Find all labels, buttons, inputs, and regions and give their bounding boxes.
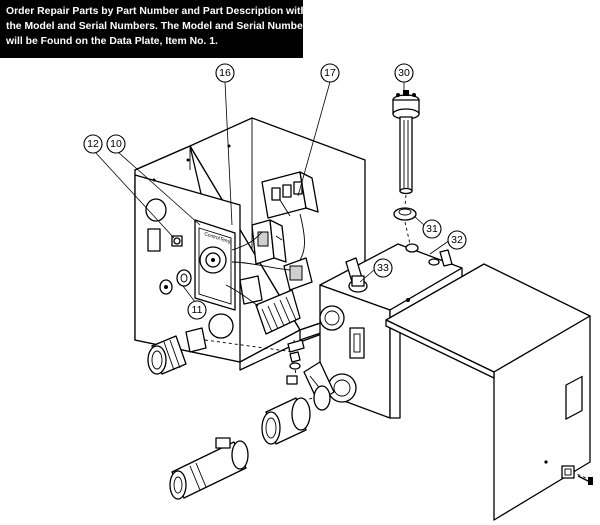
callout-12: 12 [83,134,103,154]
parts-order-notice: Order Repair Parts by Part Number and Pa… [0,0,307,58]
callout-32-label: 32 [451,234,463,246]
callout-30: 30 [394,63,414,83]
internal-wiring [225,213,305,307]
heating-element [392,90,420,195]
pipe-coupling [261,397,311,445]
thermostat-dial-module: ControlTemp [194,219,236,311]
pipe-nipple [169,437,249,500]
callout-11: 11 [187,300,207,320]
small-hardware [286,339,305,385]
heater-tank-block [319,243,463,419]
heat-sink-board [239,257,313,335]
terminal-block [261,171,319,219]
conduit-fitting [147,327,207,375]
callout-12-label: 12 [87,138,99,150]
enclosure-plate [385,263,591,521]
notice-line-2: the Model and Serial Numbers. The Model … [6,21,307,32]
callout-33-label: 33 [377,262,389,274]
callout-leaders [94,81,451,303]
callout-17: 17 [320,63,340,83]
flex-connector [303,361,335,411]
notice-line-3: will be Found on the Data Plate, Item No… [6,36,218,47]
callout-16: 16 [215,63,235,83]
callout-30-label: 30 [398,67,410,79]
callout-16-label: 16 [219,67,231,79]
callout-33: 33 [373,258,393,278]
callout-10: 10 [106,134,126,154]
relay-component [251,219,287,265]
callout-32: 32 [447,230,467,250]
callout-31: 31 [422,219,442,239]
fuse-holder [159,269,192,295]
callout-31-label: 31 [426,223,438,235]
callout-11-label: 11 [192,304,203,316]
notice-line-1: Order Repair Parts by Part Number and Pa… [6,6,307,17]
callout-10-label: 10 [110,138,122,150]
ground-lug [561,465,593,485]
reset-switch [171,235,183,247]
callout-17-label: 17 [324,67,336,79]
element-gasket [393,207,417,221]
